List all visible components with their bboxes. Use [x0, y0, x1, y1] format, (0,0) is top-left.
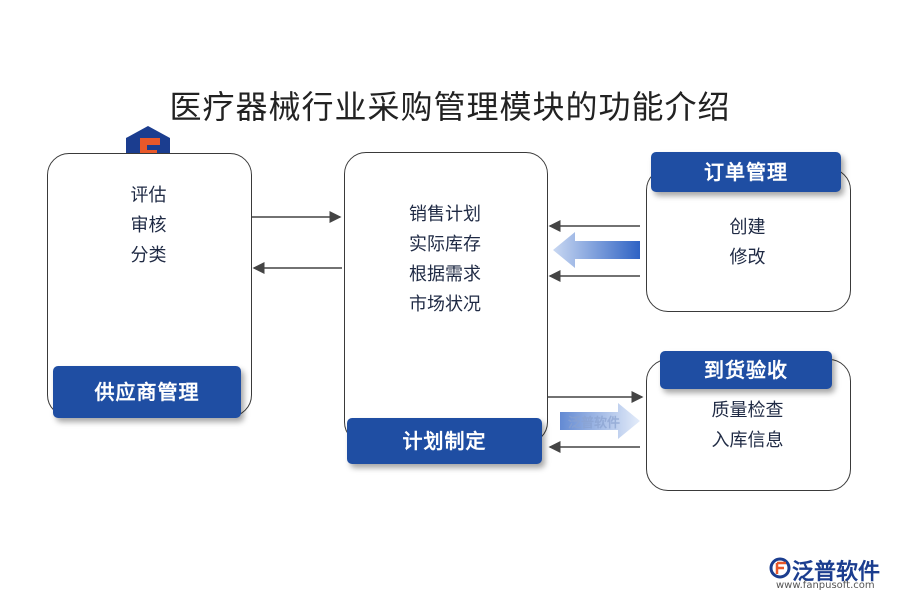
big-arrow-left	[553, 232, 640, 268]
order-items: 创建 修改	[646, 213, 849, 273]
brand-name: 泛普软件	[792, 560, 881, 585]
supplier-item: 分类	[130, 245, 167, 266]
plan-panel	[344, 152, 548, 444]
page-title: 医疗器械行业采购管理模块的功能介绍	[169, 88, 731, 126]
receipt-label[interactable]: 到货验收	[660, 351, 832, 389]
order-item: 创建	[729, 217, 766, 238]
supplier-label[interactable]: 供应商管理	[53, 366, 241, 418]
order-panel	[646, 168, 851, 312]
receipt-item: 质量检查	[711, 400, 784, 421]
plan-label[interactable]: 计划制定	[347, 418, 542, 464]
plan-item: 根据需求	[409, 264, 481, 285]
order-item: 修改	[729, 247, 766, 268]
plan-item: 市场状况	[409, 294, 481, 315]
big-arrow-right	[560, 403, 640, 439]
order-label[interactable]: 订单管理	[651, 152, 841, 192]
plan-item: 实际库存	[409, 234, 481, 255]
plan-items: 销售计划 实际库存 根据需求 市场状况	[344, 200, 546, 320]
supplier-item: 评估	[130, 185, 167, 206]
brand-url[interactable]: www.fanpusoft.com	[776, 580, 875, 591]
receipt-item: 入库信息	[711, 430, 784, 451]
brand-logo-icon	[769, 557, 791, 579]
plan-item: 销售计划	[409, 204, 481, 225]
receipt-items: 质量检查 入库信息	[646, 396, 849, 456]
supplier-items: 评估 审核 分类	[47, 181, 250, 271]
watermark-text: 泛普软件	[568, 416, 621, 431]
supplier-item: 审核	[130, 215, 167, 236]
